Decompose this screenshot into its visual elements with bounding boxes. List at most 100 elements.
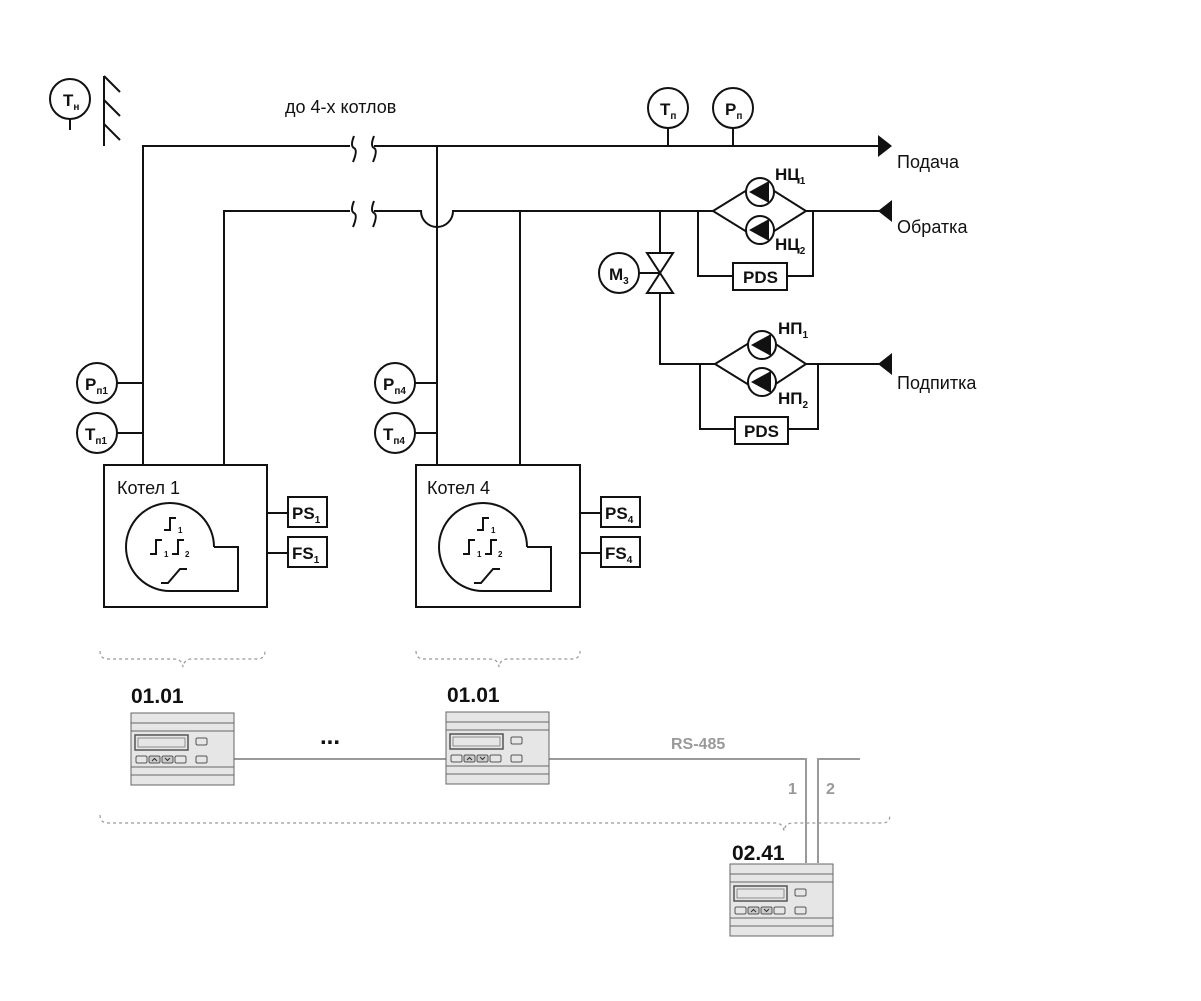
svg-text:2: 2 <box>185 550 190 559</box>
ellipsis: ... <box>320 723 340 750</box>
ps-sub: 4 <box>628 515 634 526</box>
flow-switch <box>600 536 641 568</box>
svg-text:Tн: Tн <box>63 91 79 113</box>
makeup-pump-group: PDS НП1 НП2 <box>699 319 892 445</box>
sensor-label: T <box>85 425 96 444</box>
controller-boiler1[interactable]: 01.01 <box>130 685 235 786</box>
valve-icon <box>645 252 675 294</box>
controller-master[interactable]: 02.41 <box>729 842 834 937</box>
svg-text:1: 1 <box>491 526 496 535</box>
sensor-label: P <box>725 100 736 119</box>
controller-device-icon <box>445 711 550 785</box>
ps-sub: 1 <box>315 515 321 526</box>
pump-sub: 1 <box>800 176 806 187</box>
wire-1-label: 1 <box>788 781 797 798</box>
pressure-switch <box>600 496 641 528</box>
pump-label: НЦ <box>775 235 800 254</box>
makeup-label: Подпитка <box>897 373 977 393</box>
arrow-in-icon <box>878 353 892 375</box>
pump-label: НП <box>778 319 803 338</box>
svg-text:1: 1 <box>164 550 169 559</box>
boiler-label: Котел 1 <box>117 478 180 498</box>
svg-text:НП2: НП2 <box>778 389 809 411</box>
pump-icon <box>747 330 777 360</box>
boiler4-sensors: Pп4 Tп4 <box>374 362 437 454</box>
svg-text:FS1: FS1 <box>292 544 320 566</box>
pump-sub: 1 <box>803 330 809 341</box>
svg-text:PS4: PS4 <box>605 504 634 526</box>
sensor-label: P <box>85 375 96 394</box>
sensor-label: T <box>660 100 671 119</box>
sensor-label: T <box>383 425 394 444</box>
motorized-valve: M3 <box>598 211 715 365</box>
boiler-label: Котел 4 <box>427 478 490 498</box>
svg-text:НЦ2: НЦ2 <box>775 235 806 257</box>
outdoor-temp-sensor: Tн <box>49 78 91 130</box>
break-mark-icon <box>351 200 377 228</box>
brace-system <box>99 814 891 832</box>
rs485-bus: RS-485 1 2 <box>234 736 860 863</box>
supply-label: Подача <box>897 152 960 172</box>
brace-boiler1 <box>99 650 266 668</box>
return-label: Обратка <box>897 217 968 237</box>
controller-boiler4[interactable]: 01.01 <box>445 684 550 785</box>
controller-device-icon <box>729 863 834 937</box>
svg-text:M3: M3 <box>609 265 629 287</box>
pressure-switch <box>287 496 328 528</box>
pds-label: PDS <box>743 268 778 287</box>
sensor-sub: н <box>73 102 79 113</box>
wall-icon <box>103 75 121 146</box>
svg-text:FS4: FS4 <box>605 544 633 566</box>
bus-label: RS-485 <box>671 736 725 753</box>
step-control-icon: 1 1 2 <box>150 517 190 584</box>
svg-text:Tп: Tп <box>660 100 676 122</box>
pds-box <box>734 416 789 445</box>
svg-text:Tп4: Tп4 <box>383 425 405 447</box>
svg-text:1: 1 <box>477 550 482 559</box>
fs-sub: 4 <box>627 555 633 566</box>
supply-temp-sensor: Tп <box>647 87 689 146</box>
svg-text:Pп: Pп <box>725 100 742 122</box>
ps-label: PS <box>605 504 628 523</box>
boiler-1: Котел 1 1 1 2 PS1 FS1 <box>103 464 328 608</box>
flow-switch <box>287 536 328 568</box>
boiler1-sensors: Pп1 Tп1 <box>76 362 143 454</box>
svg-text:2: 2 <box>498 550 503 559</box>
sensor-sub: п4 <box>393 436 405 447</box>
sensor-sub: п <box>736 111 742 122</box>
pump-label: НЦ <box>775 165 800 184</box>
step-control-icon: 1 1 2 <box>463 517 503 584</box>
controller-device-icon <box>130 712 235 786</box>
svg-text:PS1: PS1 <box>292 504 321 526</box>
break-mark-icon <box>351 135 377 163</box>
svg-text:Pп4: Pп4 <box>383 375 406 397</box>
ps-label: PS <box>292 504 315 523</box>
pump-icon <box>745 215 775 245</box>
svg-text:1: 1 <box>178 526 183 535</box>
pump-icon <box>745 177 775 207</box>
motor-label: M <box>609 265 623 284</box>
sensor-sub: п4 <box>394 386 406 397</box>
sensor-label: P <box>383 375 394 394</box>
burner-icon <box>438 502 552 592</box>
fs-sub: 1 <box>314 555 320 566</box>
supply-pipe <box>142 135 892 465</box>
pump-label: НП <box>778 389 803 408</box>
brace-boiler4 <box>415 650 581 668</box>
sensor-sub: п <box>670 111 676 122</box>
burner-icon <box>125 502 239 592</box>
motor-sub: 3 <box>623 276 629 287</box>
controller-label: 02.41 <box>732 842 785 865</box>
wire-2-label: 2 <box>826 781 835 798</box>
fs-label: FS <box>605 544 627 563</box>
pds-label: PDS <box>744 422 779 441</box>
return-pipe <box>223 200 892 465</box>
supply-pressure-sensor: Pп <box>712 87 754 146</box>
circulation-pump-group: PDS НЦ1 НЦ2 <box>697 165 814 291</box>
sensor-sub: п1 <box>95 436 107 447</box>
svg-text:Tп1: Tп1 <box>85 425 107 447</box>
arrow-in-icon <box>878 200 892 222</box>
svg-text:НЦ1: НЦ1 <box>775 165 806 187</box>
svg-text:Pп1: Pп1 <box>85 375 108 397</box>
